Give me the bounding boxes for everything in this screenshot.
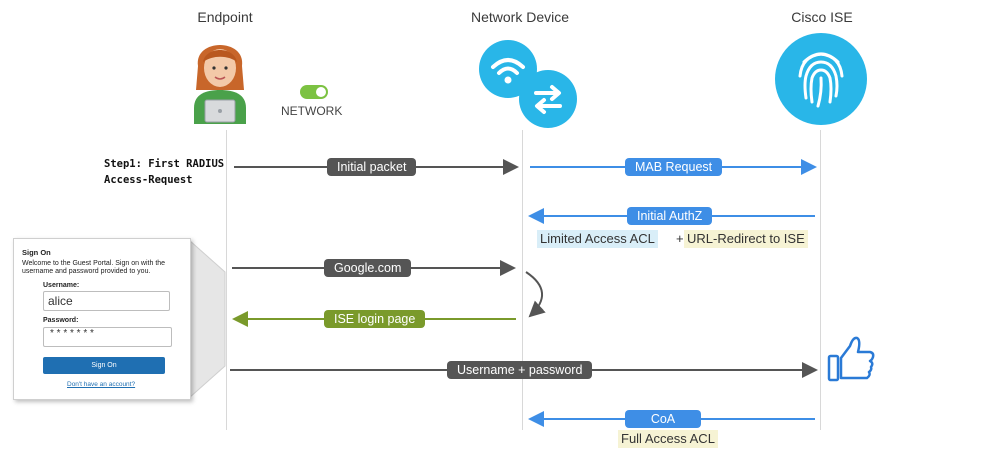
- step1-label: Step1: First RADIUS Access-Request: [104, 156, 224, 188]
- endpoint-user-icon: [194, 45, 246, 124]
- step1-line1: Step1: First RADIUS: [104, 158, 225, 170]
- network-label: NETWORK: [281, 104, 343, 118]
- switch-icon: [519, 70, 577, 128]
- signon-welcome-line1: Welcome to the Guest Portal. Sign on wit…: [22, 260, 166, 267]
- password-field[interactable]: * * * * * * *: [43, 327, 172, 347]
- username-field[interactable]: alice: [43, 291, 170, 311]
- password-label: Password:: [43, 317, 79, 324]
- signon-button[interactable]: Sign On: [43, 357, 165, 374]
- plus-sign: +: [676, 231, 684, 246]
- username-label: Username:: [43, 282, 80, 289]
- network-device-title: Network Device: [470, 9, 570, 25]
- create-account-link[interactable]: Don't have an account?: [67, 381, 136, 388]
- network-device-lifeline: [522, 130, 523, 430]
- guest-portal-signon-card: Sign On Welcome to the Guest Portal. Sig…: [13, 238, 191, 400]
- full-access-acl-note: Full Access ACL: [618, 430, 718, 448]
- endpoint-title: Endpoint: [197, 9, 253, 25]
- endpoint-lifeline: [226, 130, 227, 430]
- thumbs-up-icon: [827, 336, 875, 382]
- redirect-curve-arrow: [525, 271, 546, 318]
- url-redirect-note: URL-Redirect to ISE: [684, 230, 808, 248]
- username-password-label: Username + password: [447, 361, 593, 379]
- mab-request-label: MAB Request: [625, 158, 723, 176]
- cisco-ise-lifeline: [820, 130, 821, 430]
- limited-access-acl-note: Limited Access ACL: [537, 230, 658, 248]
- fingerprint-icon: [775, 33, 867, 125]
- cisco-ise-title: Cisco ISE: [791, 9, 853, 25]
- ise-login-page-label: ISE login page: [324, 310, 426, 328]
- initial-authz-label: Initial AuthZ: [627, 207, 713, 225]
- signon-welcome-line2: username and password provided to you.: [22, 268, 151, 275]
- signon-title: Sign On: [22, 248, 51, 257]
- signon-zoom-connector: [188, 238, 226, 400]
- wifi-icon: [479, 40, 537, 98]
- network-toggle-icon: [300, 85, 328, 99]
- initial-packet-label: Initial packet: [327, 158, 417, 176]
- coa-label: CoA: [625, 410, 701, 428]
- google-label: Google.com: [324, 259, 412, 277]
- step1-line2: Access-Request: [104, 174, 193, 186]
